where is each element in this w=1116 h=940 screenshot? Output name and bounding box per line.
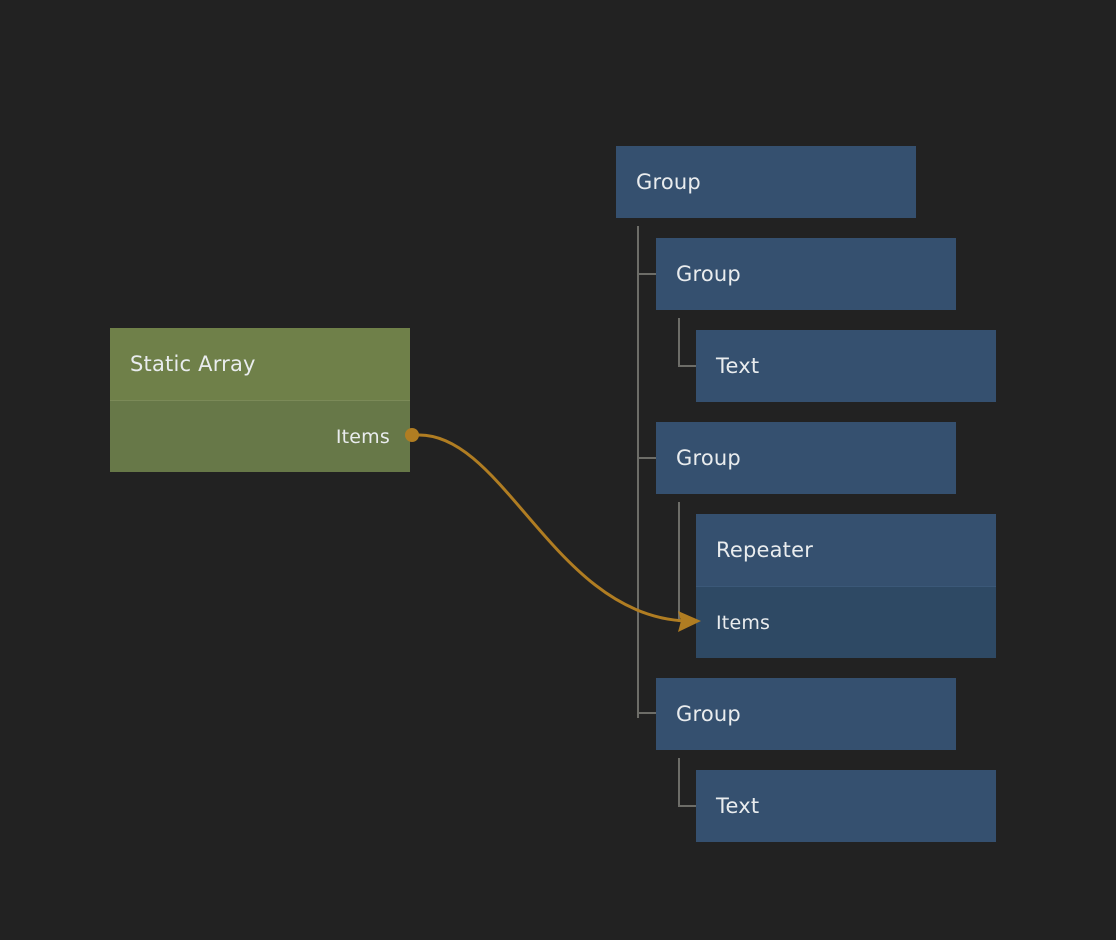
node-static-array-output-items[interactable]: Items	[110, 400, 410, 472]
node-repeater[interactable]: Repeater Items	[696, 514, 996, 658]
connection-curve-items[interactable]	[416, 433, 690, 623]
node-group-root-header: Group	[616, 146, 916, 218]
tree-stub-group-a	[637, 273, 656, 275]
node-group-c-title: Group	[676, 702, 741, 726]
tree-trunk-group-a	[678, 318, 680, 366]
node-static-array-output-label: Items	[335, 425, 390, 448]
node-text-b[interactable]: Text	[696, 770, 996, 842]
node-text-a-header: Text	[696, 330, 996, 402]
node-group-b-header: Group	[656, 422, 956, 494]
tree-trunk-group-b	[678, 502, 680, 622]
node-repeater-input-items[interactable]: Items	[696, 586, 996, 658]
tree-trunk-group-c	[678, 758, 680, 806]
node-repeater-header: Repeater	[696, 514, 996, 586]
node-static-array-title: Static Array	[130, 352, 256, 376]
node-text-a-title: Text	[716, 354, 760, 378]
tree-trunk-root	[637, 226, 639, 718]
node-group-a[interactable]: Group	[656, 238, 956, 310]
tree-stub-group-b	[637, 457, 656, 459]
node-repeater-title: Repeater	[716, 538, 814, 562]
node-text-b-title: Text	[716, 794, 760, 818]
node-group-a-header: Group	[656, 238, 956, 310]
tree-stub-repeater	[678, 620, 696, 622]
node-static-array-header: Static Array	[110, 328, 410, 400]
tree-stub-group-c	[637, 712, 656, 714]
node-text-a[interactable]: Text	[696, 330, 996, 402]
node-group-root-title: Group	[636, 170, 701, 194]
node-group-root[interactable]: Group	[616, 146, 916, 218]
node-group-c[interactable]: Group	[656, 678, 956, 750]
node-repeater-input-label: Items	[716, 611, 771, 634]
node-group-b[interactable]: Group	[656, 422, 956, 494]
node-group-c-header: Group	[656, 678, 956, 750]
tree-stub-text-a	[678, 365, 696, 367]
node-text-b-header: Text	[696, 770, 996, 842]
node-group-b-title: Group	[676, 446, 741, 470]
node-static-array[interactable]: Static Array Items	[110, 328, 410, 472]
node-group-a-title: Group	[676, 262, 741, 286]
tree-stub-text-b	[678, 805, 696, 807]
